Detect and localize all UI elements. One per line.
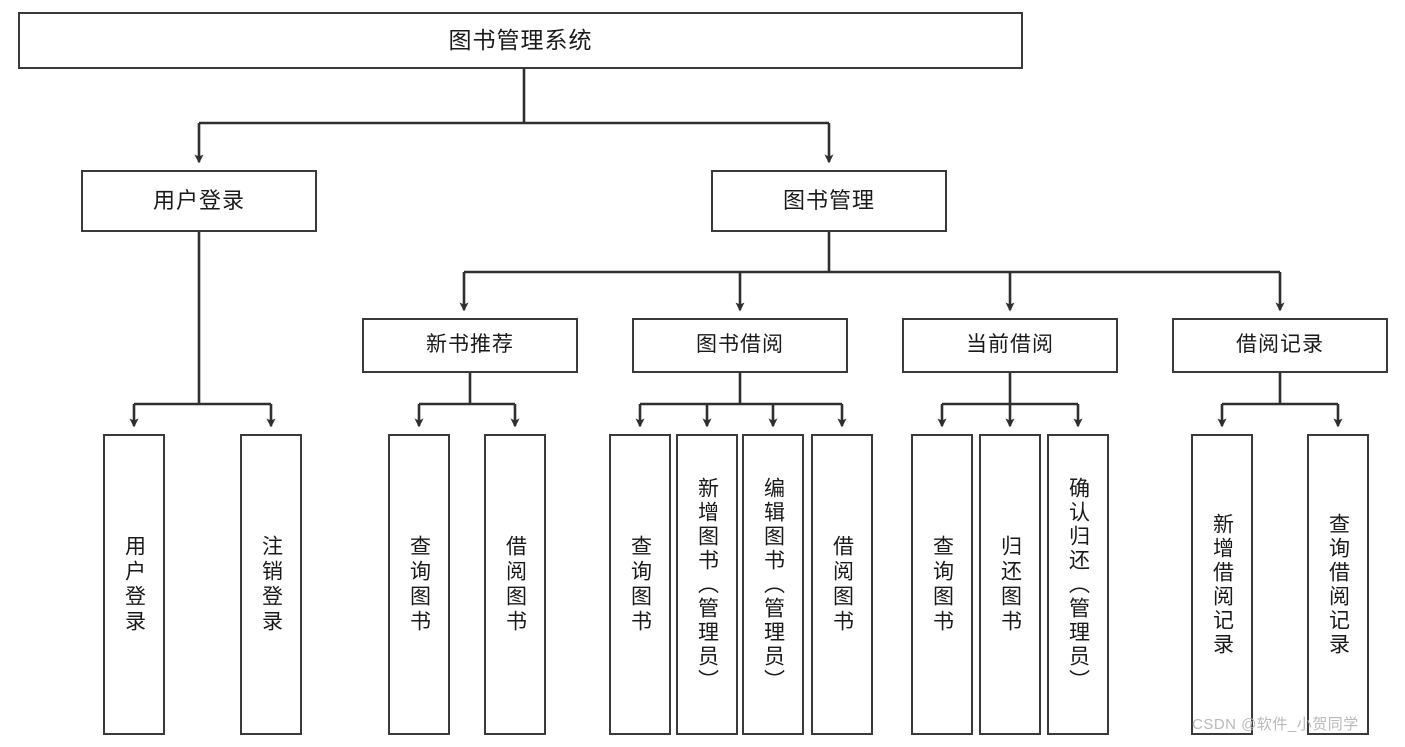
node-label: 借阅图书 — [830, 534, 854, 635]
node-label: 借阅记录 — [1236, 333, 1324, 357]
node-label: 当前借阅 — [966, 333, 1054, 357]
node-label: 归还图书 — [998, 534, 1022, 635]
node-label: 查询图书 — [628, 534, 652, 635]
leaf-borrow-edit-book-admin[interactable]: 编辑图书（管理员） — [742, 434, 804, 735]
node-label: 新增借阅记录 — [1210, 512, 1234, 657]
node-label: 注销登录 — [259, 534, 283, 635]
leaf-borrow-query-book[interactable]: 查询图书 — [609, 434, 671, 735]
node-user-login[interactable]: 用户登录 — [81, 170, 317, 232]
node-borrow-record[interactable]: 借阅记录 — [1172, 318, 1388, 373]
leaf-borrow-add-book-admin[interactable]: 新增图书（管理员） — [676, 434, 738, 735]
node-label: 新增图书（管理员） — [695, 476, 719, 693]
node-label: 确认归还（管理员） — [1066, 476, 1090, 693]
leaf-current-return-book[interactable]: 归还图书 — [979, 434, 1041, 735]
leaf-current-confirm-return-admin[interactable]: 确认归还（管理员） — [1047, 434, 1109, 735]
leaf-newbook-borrow-book[interactable]: 借阅图书 — [484, 434, 546, 735]
leaf-logout-login[interactable]: 注销登录 — [240, 434, 302, 735]
node-label: 用户登录 — [152, 188, 245, 214]
node-book-borrow[interactable]: 图书借阅 — [632, 318, 848, 373]
node-label: 图书管理系统 — [448, 27, 593, 54]
node-label: 查询图书 — [407, 534, 431, 635]
node-label: 图书借阅 — [696, 333, 784, 357]
watermark: CSDN @软件_小贺同学 — [1192, 716, 1359, 733]
leaf-record-add-record[interactable]: 新增借阅记录 — [1191, 434, 1253, 735]
node-label: 查询借阅记录 — [1326, 512, 1350, 657]
node-current-borrow[interactable]: 当前借阅 — [902, 318, 1118, 373]
leaf-borrow-borrow-book[interactable]: 借阅图书 — [811, 434, 873, 735]
node-book-management[interactable]: 图书管理 — [711, 170, 947, 232]
leaf-current-query-book[interactable]: 查询图书 — [911, 434, 973, 735]
node-label: 查询图书 — [930, 534, 954, 635]
leaf-newbook-query-book[interactable]: 查询图书 — [388, 434, 450, 735]
node-label: 图书管理 — [782, 188, 875, 214]
node-label: 用户登录 — [122, 534, 146, 635]
node-label: 新书推荐 — [426, 333, 514, 357]
leaf-user-login[interactable]: 用户登录 — [103, 434, 165, 735]
node-label: 借阅图书 — [503, 534, 527, 635]
node-root-system[interactable]: 图书管理系统 — [18, 12, 1023, 69]
leaf-record-query-record[interactable]: 查询借阅记录 — [1307, 434, 1369, 735]
node-label: 编辑图书（管理员） — [761, 476, 785, 693]
node-new-book-recommend[interactable]: 新书推荐 — [362, 318, 578, 373]
